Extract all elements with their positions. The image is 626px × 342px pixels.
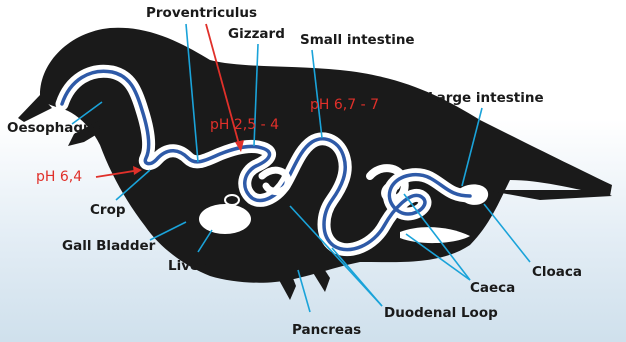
- label-proventriculus: Proventriculus: [146, 7, 257, 21]
- ph-label-small-intestine: pH 6,7 - 7: [310, 98, 379, 112]
- label-pancreas: Pancreas: [292, 324, 361, 338]
- label-crop: Crop: [90, 204, 126, 218]
- label-large-intestine: Large intestine: [428, 92, 544, 106]
- leader-cloaca: [484, 204, 530, 262]
- label-duodenal-loop: Duodenal Loop: [384, 307, 498, 321]
- label-oesophagus: Oesophagus: [7, 122, 101, 136]
- label-cloaca: Cloaca: [532, 266, 582, 280]
- gall-bladder-shape: [225, 195, 239, 205]
- label-gizzard: Gizzard: [228, 28, 285, 42]
- label-small-intestine: Small intestine: [300, 34, 415, 48]
- label-liver: Liver: [168, 260, 206, 274]
- liver-shape: [199, 204, 251, 234]
- ph-label-crop: pH 6,4: [36, 170, 82, 184]
- label-caeca: Caeca: [470, 282, 515, 296]
- ph-label-proventriculus: pH 2,5 - 4: [210, 118, 279, 132]
- label-gall-bladder: Gall Bladder: [62, 240, 155, 254]
